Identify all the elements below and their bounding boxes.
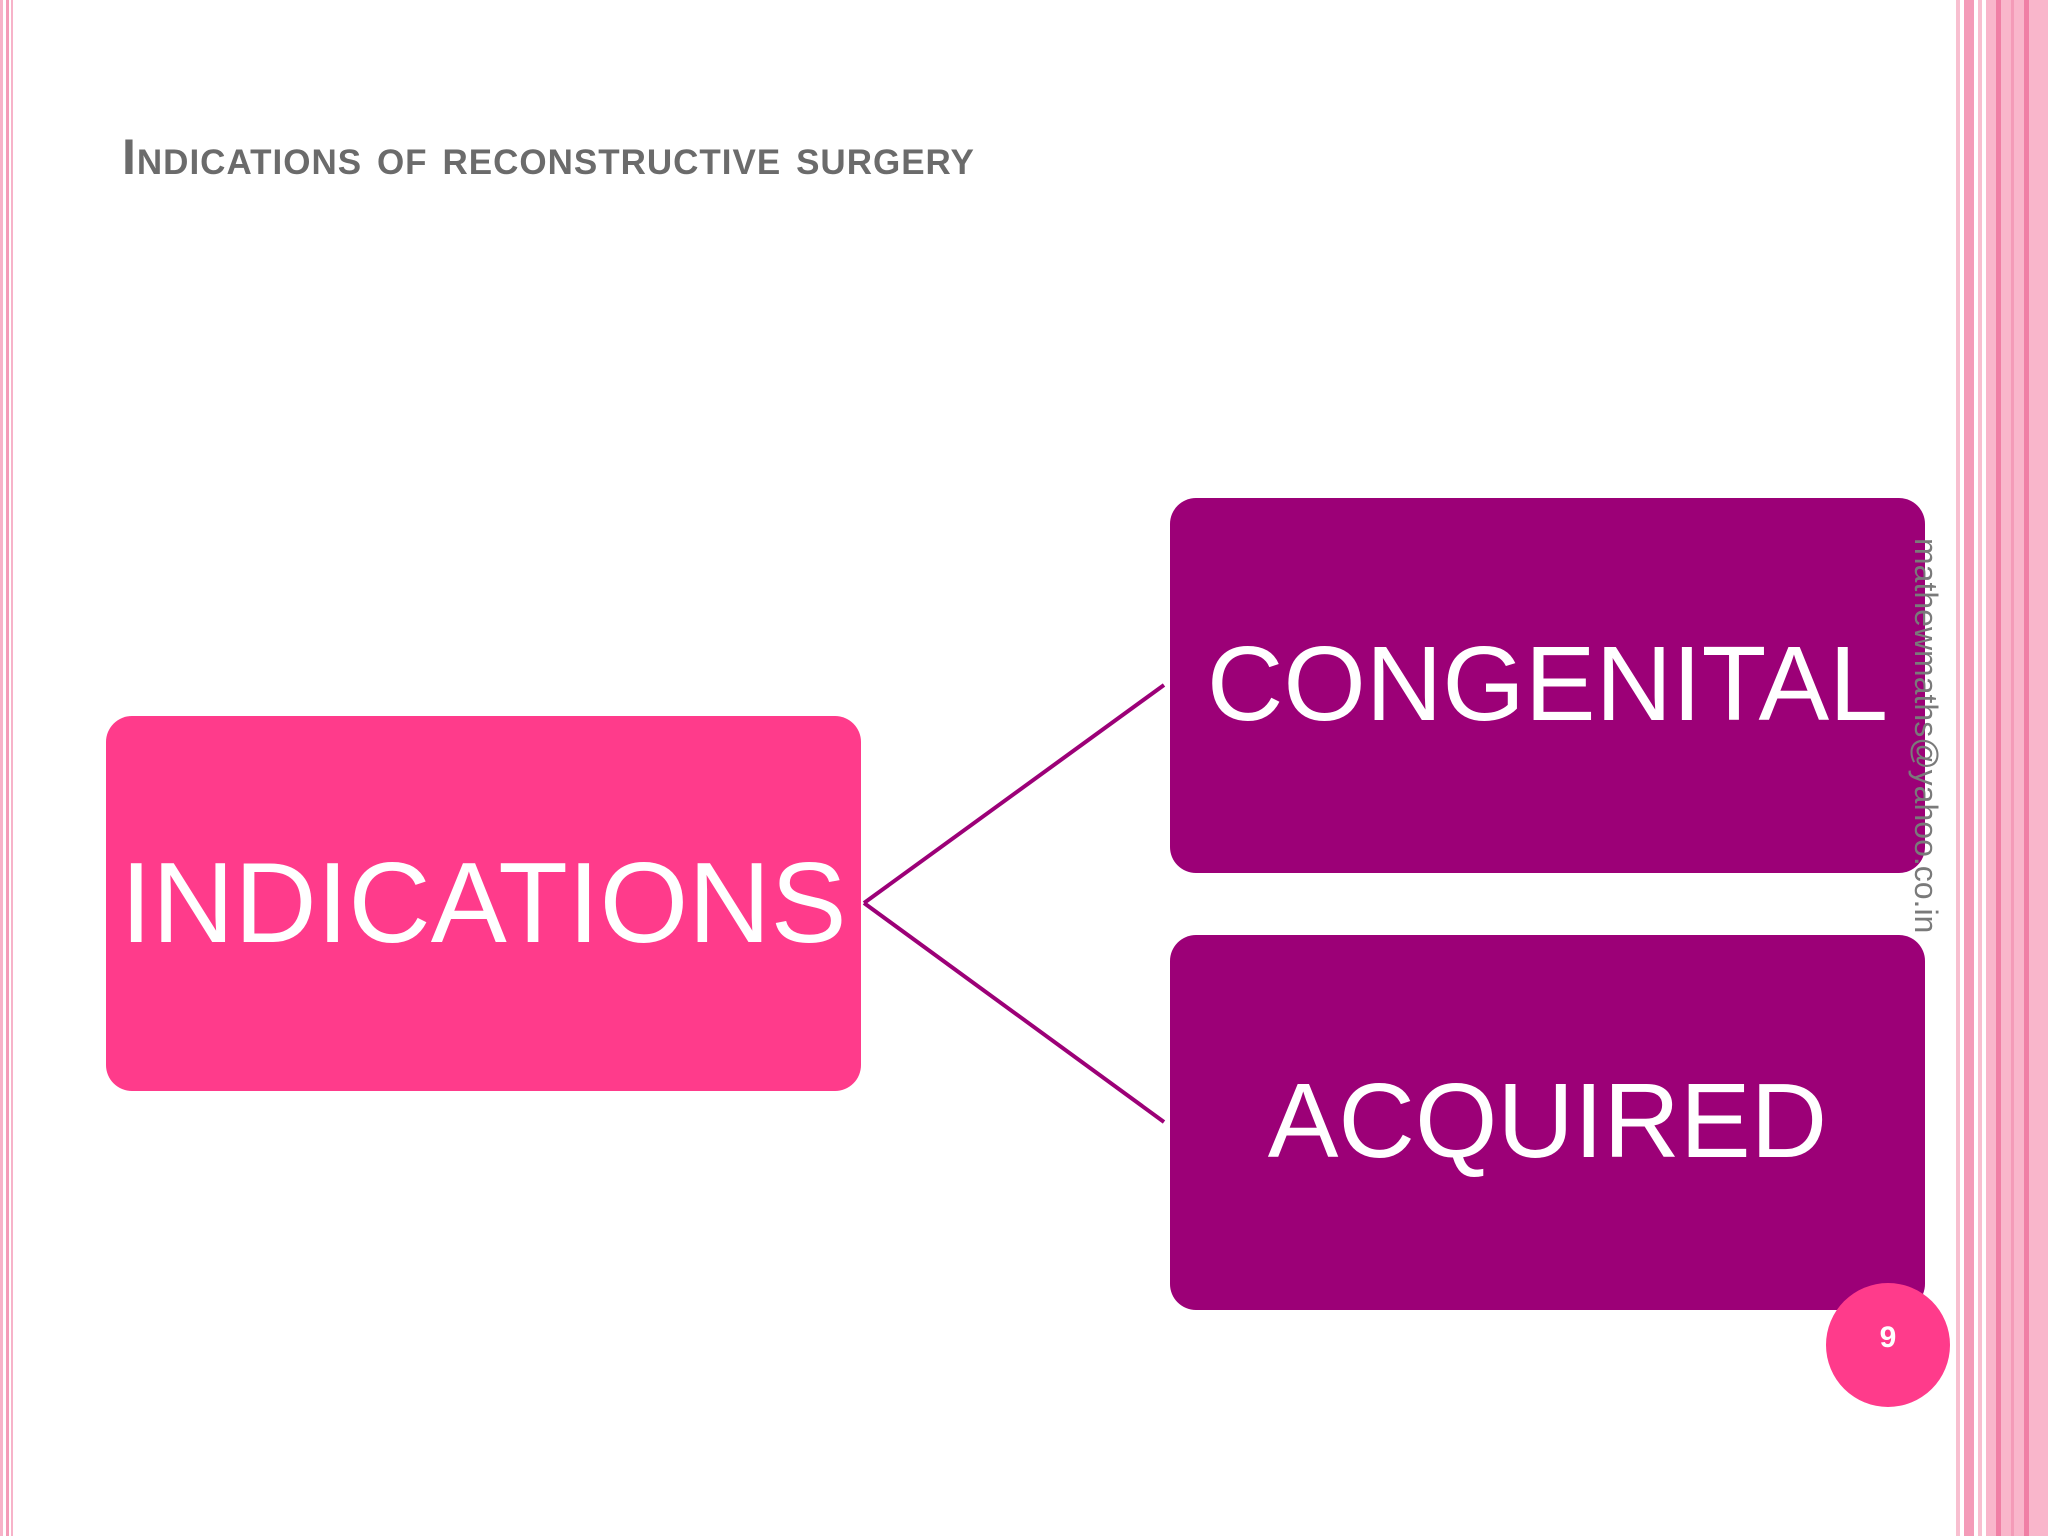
border-stripe [6, 0, 9, 1536]
indications-label: INDICATIONS [120, 840, 847, 967]
border-stripe [1964, 0, 1974, 1536]
border-stripe [2011, 0, 2014, 1536]
border-stripe [1978, 0, 1982, 1536]
acquired-box: ACQUIRED [1170, 935, 1925, 1310]
page-number-badge: 9 [1826, 1283, 1950, 1407]
congenital-label: CONGENITAL [1206, 625, 1889, 743]
congenital-box: CONGENITAL [1170, 498, 1925, 873]
border-stripe [2024, 0, 2029, 1536]
slide-title: Indications of reconstructive surgery [122, 129, 975, 185]
acquired-label: ACQUIRED [1267, 1062, 1828, 1180]
border-stripe [1996, 0, 2001, 1536]
border-stripe [11, 0, 13, 1536]
page-number-text: 9 [1879, 1321, 1897, 1354]
left-decorative-border [0, 0, 16, 1536]
right-decorative-border [1956, 0, 2048, 1536]
border-stripe [0, 0, 3, 1536]
indications-box: INDICATIONS [106, 716, 861, 1091]
watermark-email: mathewmaths@yahoo.co.in [1908, 538, 1944, 934]
connector-root-to-acquired [862, 901, 1166, 1124]
connector-root-to-congenital [862, 683, 1166, 905]
border-stripe [1956, 0, 1960, 1536]
